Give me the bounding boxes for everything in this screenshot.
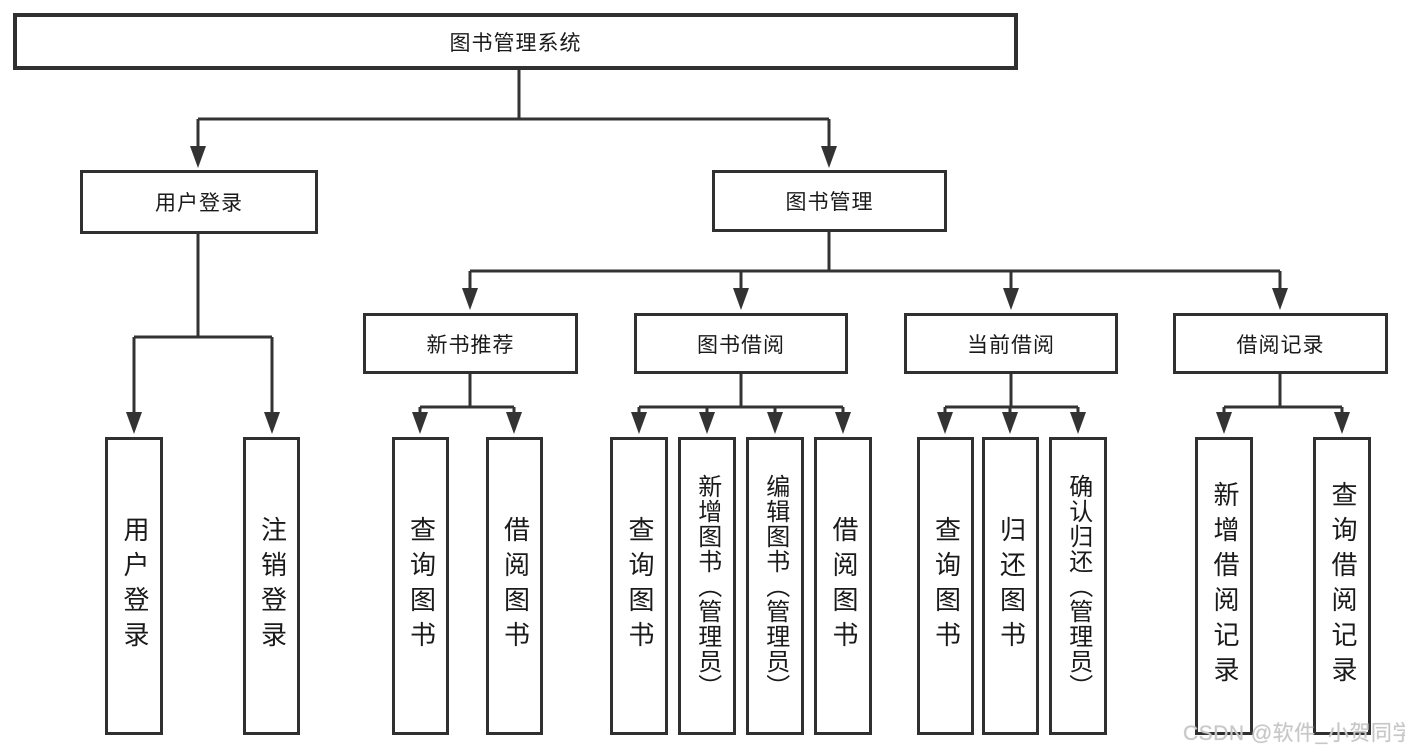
leaf-confirm-return-admin: 确认归还（管理员） xyxy=(1049,437,1107,735)
node-book-management-label: 图书管理 xyxy=(785,191,874,214)
leaf-add-books-admin: 新增图书（管理员） xyxy=(678,437,736,735)
node-root: 图书管理系统 xyxy=(13,13,1018,70)
leaf-query-books-borrowing: 查询图书 xyxy=(610,437,668,735)
connector-new-book-recommend-children xyxy=(412,374,522,434)
leaf-query-books-borrowing-label: 查询图书 xyxy=(624,516,655,656)
leaf-user-login: 用户登录 xyxy=(105,437,163,735)
node-current-borrowing: 当前借阅 xyxy=(904,313,1118,374)
connector-book-management-to-level3 xyxy=(462,232,1288,310)
leaf-borrow-books-recommend: 借阅图书 xyxy=(486,437,543,735)
leaf-return-books-label: 归还图书 xyxy=(996,516,1027,656)
leaf-query-borrow-record-label: 查询借阅记录 xyxy=(1327,481,1358,691)
leaf-borrow-books-recommend-label: 借阅图书 xyxy=(500,516,531,656)
leaf-edit-books-admin-label: 编辑图书（管理员） xyxy=(761,473,789,699)
leaf-add-borrow-record: 新增借阅记录 xyxy=(1195,437,1253,735)
node-user-login: 用户登录 xyxy=(80,170,318,234)
leaf-query-books-recommend: 查询图书 xyxy=(392,437,449,735)
node-new-book-recommend: 新书推荐 xyxy=(363,313,578,374)
watermark: CSDN @软件_小贺同学 xyxy=(1183,722,1405,745)
leaf-confirm-return-admin-label: 确认归还（管理员） xyxy=(1064,473,1092,699)
node-root-label: 图书管理系统 xyxy=(449,31,582,55)
leaf-query-books-recommend-label: 查询图书 xyxy=(406,516,437,656)
node-new-book-recommend-label: 新书推荐 xyxy=(426,333,515,357)
connector-current-borrowing-children xyxy=(937,374,1086,434)
leaf-query-books-current-label: 查询图书 xyxy=(931,516,962,656)
leaf-query-books-current: 查询图书 xyxy=(917,437,974,735)
leaf-borrow-books: 借阅图书 xyxy=(814,437,872,735)
node-user-login-label: 用户登录 xyxy=(155,192,243,215)
leaf-return-books: 归还图书 xyxy=(982,437,1039,735)
node-book-management: 图书管理 xyxy=(712,170,947,232)
connector-borrow-records-children xyxy=(1216,374,1350,434)
node-borrow-records-label: 借阅记录 xyxy=(1236,333,1325,357)
leaf-logout-label: 注销登录 xyxy=(257,516,288,656)
leaf-logout: 注销登录 xyxy=(243,437,300,735)
leaf-user-login-label: 用户登录 xyxy=(119,516,150,656)
node-borrow-records: 借阅记录 xyxy=(1173,313,1388,374)
connector-book-borrowing-children xyxy=(631,374,851,434)
leaf-query-borrow-record: 查询借阅记录 xyxy=(1313,437,1371,735)
leaf-add-borrow-record-label: 新增借阅记录 xyxy=(1209,481,1240,691)
node-book-borrowing-label: 图书借阅 xyxy=(697,333,785,357)
node-current-borrowing-label: 当前借阅 xyxy=(967,333,1055,357)
leaf-add-books-admin-label: 新增图书（管理员） xyxy=(693,473,721,699)
leaf-borrow-books-label: 借阅图书 xyxy=(828,516,859,656)
connector-root-to-level2 xyxy=(190,70,837,168)
leaf-edit-books-admin: 编辑图书（管理员） xyxy=(746,437,804,735)
connector-user-login-children xyxy=(126,234,280,434)
node-book-borrowing: 图书借阅 xyxy=(634,313,848,374)
